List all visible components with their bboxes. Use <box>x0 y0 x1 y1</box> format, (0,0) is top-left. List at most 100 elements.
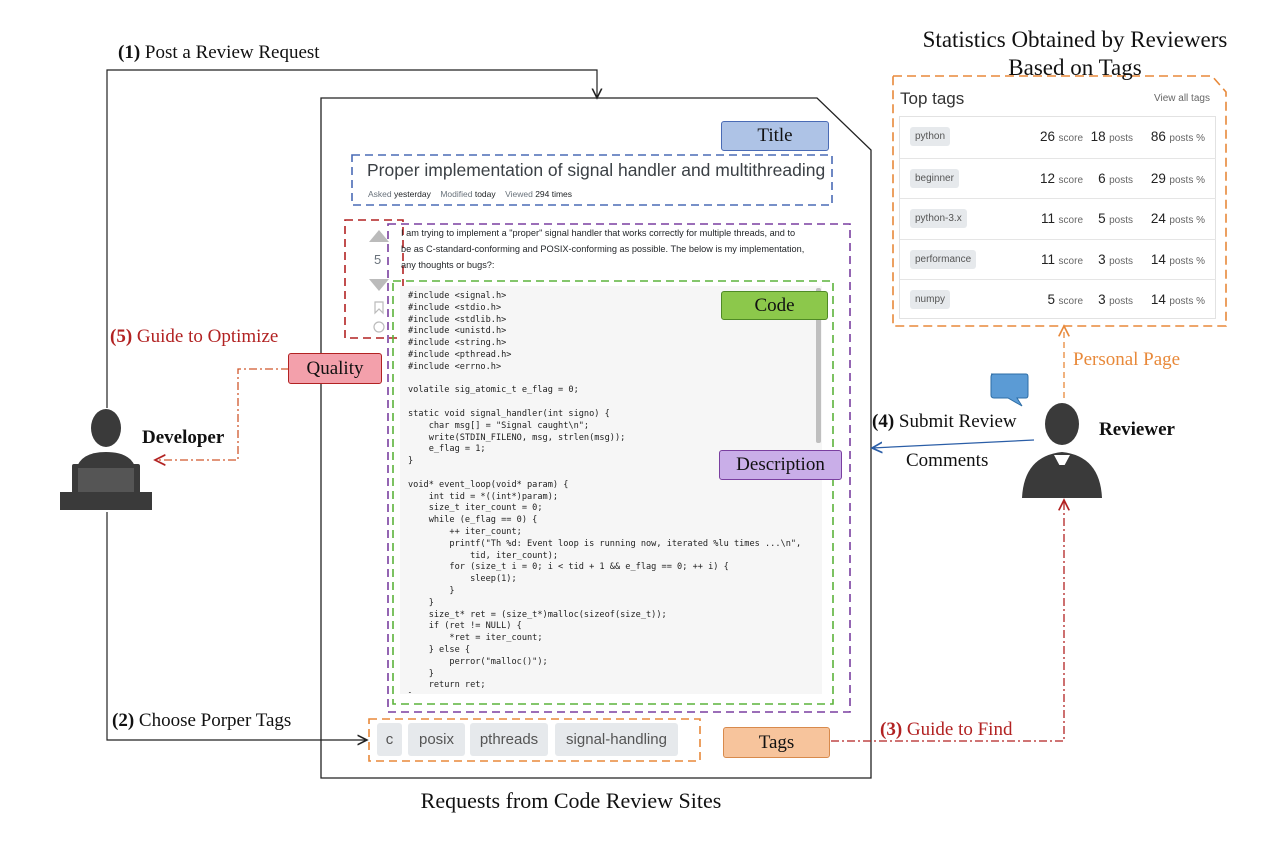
tag-chip-c[interactable]: c <box>377 723 402 756</box>
stats-title: Statistics Obtained by Reviewers Based o… <box>880 26 1270 82</box>
arrow-post-request <box>106 69 597 408</box>
tag-chip-pthreads[interactable]: pthreads <box>470 723 548 756</box>
top-tag-chip[interactable]: performance <box>910 249 977 269</box>
tag-posts: 3 posts <box>1098 292 1133 307</box>
step5-text: Guide to Optimize <box>136 326 279 347</box>
step5-number: (5) <box>110 326 133 347</box>
tag-posts: 5 posts <box>1098 211 1133 226</box>
developer-label: Developer <box>142 427 225 448</box>
code-block: #include <signal.h> #include <stdio.h> #… <box>408 291 802 693</box>
top-tags-row[interactable]: numpy 5 score 3 posts 14 posts % <box>900 279 1216 320</box>
top-tag-chip[interactable]: python-3.x <box>910 209 967 229</box>
top-tags-heading: Top tags <box>900 89 965 108</box>
tags-dashed-box <box>368 718 701 762</box>
step1-number: (1) <box>118 42 141 63</box>
arrow-submit-review <box>872 439 1035 448</box>
step4-number: (4) <box>872 411 895 432</box>
stats-title-line1: Statistics Obtained by Reviewers <box>922 27 1228 52</box>
description-line2: be as C-standard-conforming and POSIX-co… <box>401 244 805 254</box>
question-title[interactable]: Proper implementation of signal handler … <box>367 160 826 180</box>
tag-score-value: 11 <box>1041 211 1056 227</box>
downvote-icon <box>369 279 389 291</box>
posts-label: posts <box>1109 296 1133 308</box>
score-label: score <box>1058 215 1083 227</box>
asked-label: Asked <box>368 189 392 199</box>
code-scrollbar <box>816 288 821 443</box>
question-description: I am trying to implement a "proper" sign… <box>401 225 831 273</box>
tag-posts: 3 posts <box>1098 252 1133 267</box>
top-tag-chip[interactable]: numpy <box>910 290 951 310</box>
step2-number: (2) <box>112 710 135 731</box>
tag-posts: 6 posts <box>1098 171 1133 186</box>
modified-label: Modified <box>440 189 473 199</box>
tag-percent: 14 posts % <box>1151 252 1205 267</box>
step3-text: Guide to Find <box>906 719 1013 740</box>
code-dashed-box <box>392 280 834 705</box>
top-tag-chip[interactable]: python <box>910 127 951 146</box>
quality-label: Quality <box>288 353 382 384</box>
reviewer-icon <box>1022 403 1102 498</box>
posts-label: posts <box>1109 215 1133 227</box>
tag-percent: 86 posts % <box>1151 129 1205 144</box>
tag-score-value: 11 <box>1041 251 1056 267</box>
upvote-icon <box>369 230 389 242</box>
tag-chip-signal-handling[interactable]: signal-handling <box>555 723 678 756</box>
tag-posts-value: 6 <box>1098 170 1106 186</box>
modified-value: today <box>474 189 496 199</box>
step1-label: (1) Post a Review Request <box>118 42 320 64</box>
tag-posts-value: 3 <box>1098 292 1106 308</box>
tag-posts-value: 5 <box>1098 211 1106 227</box>
tag-score: 11 score <box>1041 252 1083 267</box>
speech-bubble-icon <box>990 373 1029 407</box>
stats-title-line2: Based on Tags <box>1008 55 1142 80</box>
percent-label: posts % <box>1169 133 1205 144</box>
score-label: score <box>1058 133 1083 144</box>
description-line3: any thoughts or bugs?: <box>401 260 495 270</box>
top-tags-row[interactable]: python 26 score 18 posts 86 posts % <box>900 117 1216 157</box>
step4-text: Submit Review <box>898 411 1017 432</box>
question-meta: Asked yesterday Modified today Viewed 29… <box>368 189 572 199</box>
tag-posts: 18 posts <box>1091 129 1133 144</box>
step5-label: (5) Guide to Optimize <box>110 326 278 348</box>
posts-label: posts <box>1109 133 1133 144</box>
title-label: Title <box>721 121 829 151</box>
score-label: score <box>1058 296 1083 308</box>
top-tags-table <box>899 116 1216 319</box>
score-label: score <box>1058 174 1083 186</box>
personal-page-label: Personal Page <box>1073 349 1181 370</box>
tag-score: 26 score <box>1040 129 1083 144</box>
requests-caption: Requests from Code Review Sites <box>420 788 722 813</box>
bookmark-icon <box>374 301 384 315</box>
description-dashed-box <box>387 223 851 713</box>
developer-icon <box>60 409 152 510</box>
step4-label: (4) Submit Review <box>872 411 1017 433</box>
tag-percent-value: 29 <box>1150 170 1166 186</box>
reviewer-label: Reviewer <box>1099 419 1175 440</box>
posts-label: posts <box>1109 174 1133 186</box>
description-label: Description <box>719 450 842 480</box>
percent-label: posts % <box>1169 174 1205 186</box>
tag-score: 5 score <box>1048 292 1083 307</box>
step2-label: (2) Choose Porper Tags <box>112 710 291 732</box>
arrow-choose-tags <box>106 512 367 740</box>
step3-label: (3) Guide to Find <box>880 719 1012 741</box>
viewed-value: 294 times <box>535 189 573 199</box>
tag-percent: 14 posts % <box>1151 292 1205 307</box>
step4-comments: Comments <box>906 450 989 471</box>
viewed-label: Viewed <box>505 189 533 199</box>
view-all-tags-link[interactable]: View all tags <box>1154 93 1210 104</box>
vote-count: 5 <box>374 252 382 267</box>
tag-score: 11 score <box>1041 211 1083 226</box>
score-label: score <box>1058 255 1083 267</box>
tag-chip-posix[interactable]: posix <box>408 723 465 756</box>
step2-text: Choose Porper Tags <box>138 710 292 731</box>
title-dashed-box <box>351 154 833 206</box>
top-tag-chip[interactable]: beginner <box>910 168 959 188</box>
code-label: Code <box>721 291 828 320</box>
top-tags-row[interactable]: performance 11 score 3 posts 14 posts % <box>900 238 1216 280</box>
tag-percent-value: 14 <box>1150 292 1166 308</box>
step1-text: Post a Review Request <box>144 42 320 63</box>
